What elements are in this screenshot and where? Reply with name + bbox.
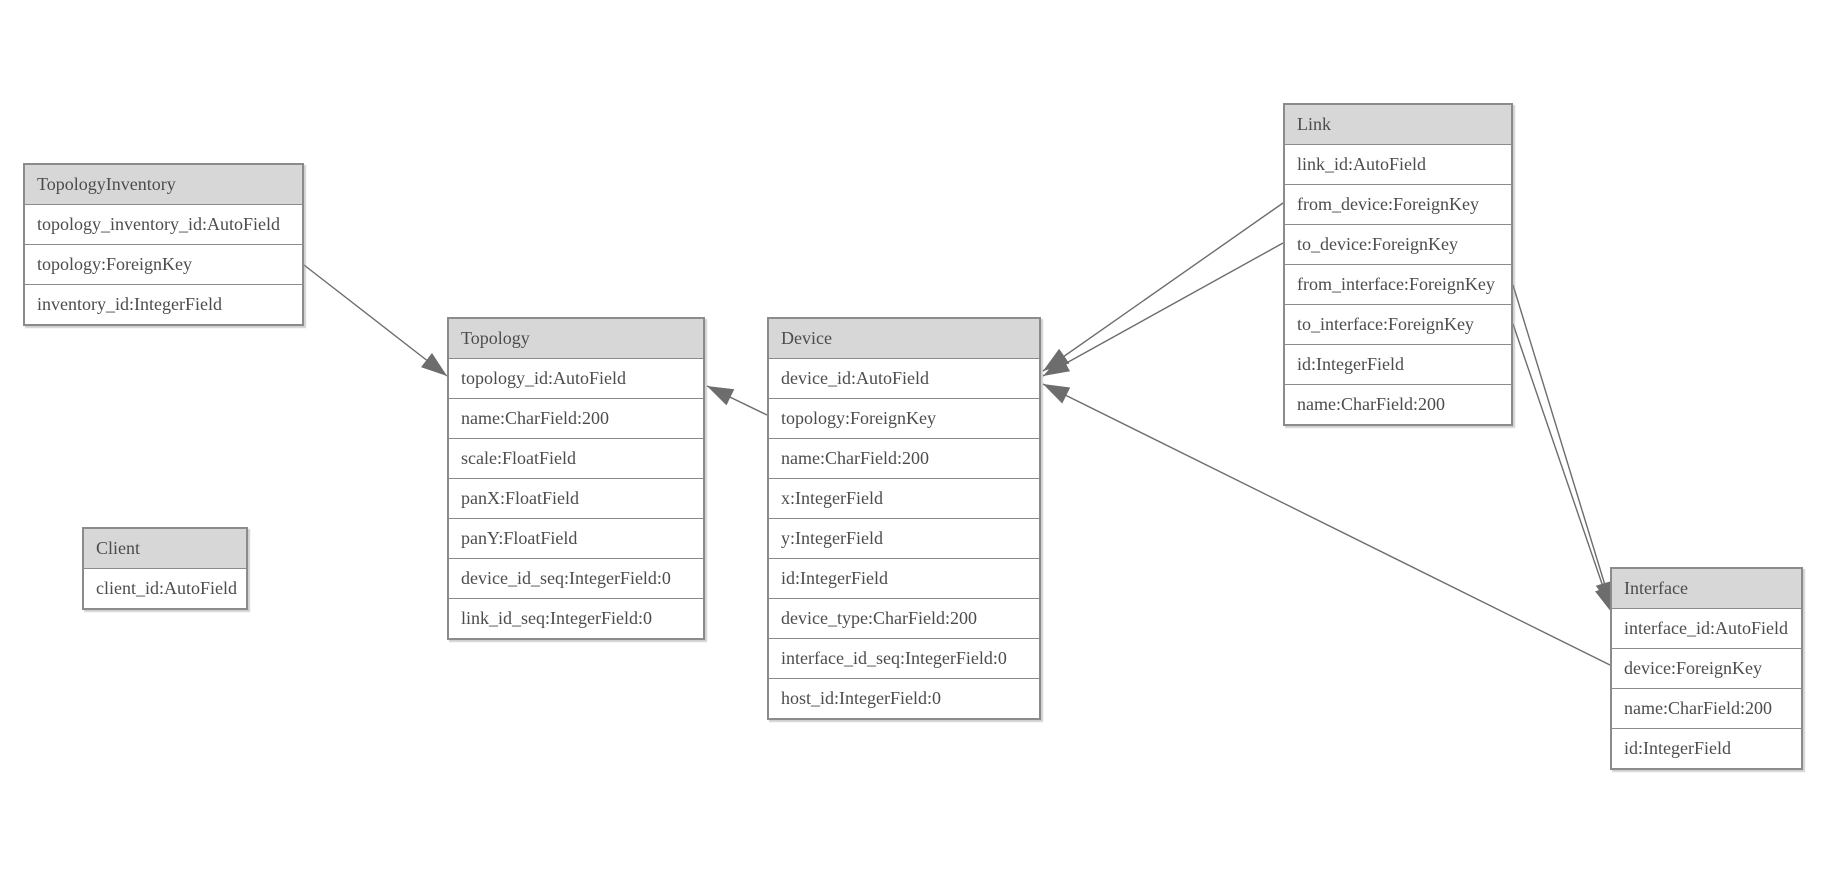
entity-field: id:IntegerField [1624,738,1731,758]
entity-field: device_id:AutoField [769,359,1039,399]
entity-field: id:IntegerField [1285,345,1511,385]
entity-field: client_id:AutoField [96,578,237,598]
entity-field: scale:FloatField [449,439,703,479]
entity-field: id:IntegerField [769,559,1039,599]
relation-link-to-device [1042,242,1284,377]
entity-client: Client client_id:AutoField [82,527,248,610]
entity-field: topology_id:AutoField [449,359,703,399]
entity-field: from_device:ForeignKey [1285,185,1511,225]
entity-topologyinventory: TopologyInventory topology_inventory_id:… [23,163,304,326]
entity-field: name:CharField:200 [1612,689,1801,729]
entity-interface-title: Interface [1612,569,1801,609]
entity-link-title: Link [1285,105,1511,145]
entity-field: to_device:ForeignKey [1285,225,1511,265]
entity-field: link_id:AutoField [1285,145,1511,185]
entity-field: device:ForeignKey [1612,649,1801,689]
entity-field: interface_id:AutoField [1612,609,1801,649]
entity-field: link_id_seq:IntegerField:0 [461,608,652,628]
relation-link-from-device [1042,202,1284,372]
entity-field: inventory_id:IntegerField [37,294,222,314]
entity-field: panY:FloatField [449,519,703,559]
entity-device-title: Device [769,319,1039,359]
entity-field: host_id:IntegerField:0 [781,688,941,708]
relation-link-to-interface [1512,323,1613,614]
entity-field: device_type:CharField:200 [769,599,1039,639]
entity-client-title: Client [84,529,246,569]
relation-topologyinventory-topology [303,264,448,377]
entity-field: x:IntegerField [769,479,1039,519]
entity-field: topology:ForeignKey [769,399,1039,439]
entity-field: panX:FloatField [449,479,703,519]
entity-field: interface_id_seq:IntegerField:0 [769,639,1039,679]
entity-field: topology_inventory_id:AutoField [25,205,302,245]
entity-field: device_id_seq:IntegerField:0 [449,559,703,599]
entity-field: topology:ForeignKey [25,245,302,285]
entity-field: to_interface:ForeignKey [1285,305,1511,345]
entity-device: Device device_id:AutoField topology:Fore… [767,317,1041,720]
entity-field: from_interface:ForeignKey [1285,265,1511,305]
entity-field: y:IntegerField [769,519,1039,559]
entity-link: Link link_id:AutoField from_device:Forei… [1283,103,1513,426]
entity-field: name:CharField:200 [769,439,1039,479]
relation-device-topology [706,385,768,416]
entity-field: name:CharField:200 [1297,394,1445,414]
entity-interface: Interface interface_id:AutoField device:… [1610,567,1803,770]
relation-link-from-interface [1512,284,1613,609]
entity-field: name:CharField:200 [449,399,703,439]
entity-topology-title: Topology [449,319,703,359]
relation-interface-device [1042,383,1611,666]
entity-topology: Topology topology_id:AutoField name:Char… [447,317,705,640]
entity-topologyinventory-title: TopologyInventory [25,165,302,205]
